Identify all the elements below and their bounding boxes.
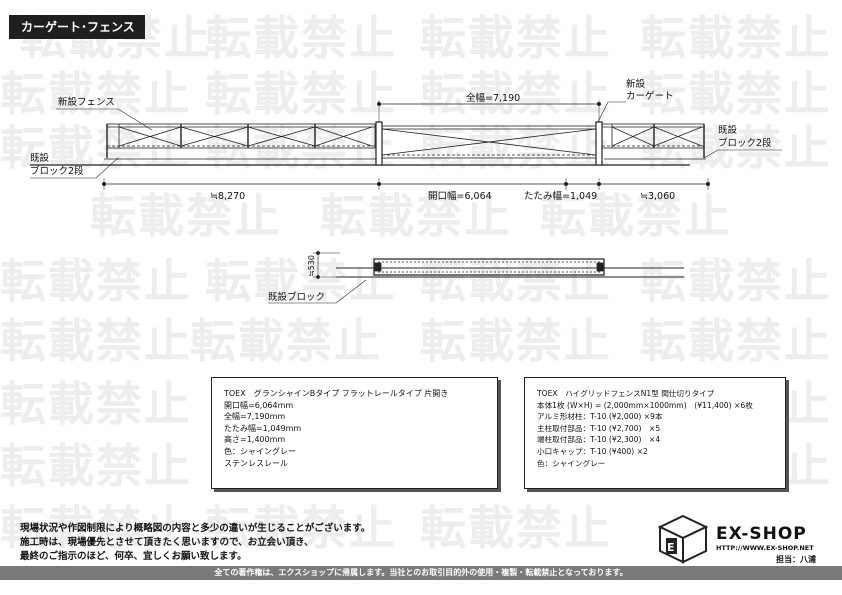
dim-folding: たたみ幅=1,049 xyxy=(524,190,597,202)
spec-gate-line: 色：シャイングレー xyxy=(224,446,296,456)
fence-right xyxy=(601,123,705,158)
page-title: カーゲート･フェンス xyxy=(9,15,145,39)
brand-logo: E EX-SHOP HTTP://WWW.EX-SHOP.NET 担当：八浦 xyxy=(656,514,826,564)
spec-fence-line: 本体1枚 (W×H) = (2,000mm×1000mm) (¥11,400) … xyxy=(537,400,753,410)
spec-gate-line: 開口幅=6,064mm xyxy=(224,400,294,410)
dim-total: ≒8,270 xyxy=(210,191,245,202)
dim-height: ≒530 xyxy=(307,255,316,277)
dim-right: ≒3,060 xyxy=(640,191,675,202)
cube-icon: E xyxy=(657,514,709,564)
disclaimer-notes: 現場状況や作図制限により概略図の内容と多少の違いが生じることがございます。 施工… xyxy=(20,522,370,564)
dim-opening: 開口幅=6,064 xyxy=(428,190,492,202)
car-gate xyxy=(375,121,603,166)
brand-name: EX-SHOP xyxy=(716,524,807,544)
leader-new-fence xyxy=(56,108,153,131)
leader-new-gate xyxy=(597,101,626,123)
label-block-left-line1: 既設 xyxy=(30,152,50,164)
leader-section-block xyxy=(268,279,367,304)
note-line: 現場状況や作図制限により概略図の内容と多少の違いが生じることがございます。 xyxy=(20,523,371,534)
spec-fence-line: アルミ形材柱：T-10 (¥2,000) ×9本 xyxy=(537,412,663,422)
spec-box-fence: TOEX ハイグリッドフェンスN1型 間仕切りタイプ 本体1枚 (W×H) = … xyxy=(524,377,786,489)
dim-full-width: 全幅=7,190 xyxy=(466,92,520,104)
spec-gate-line: 全幅=7,190mm xyxy=(224,412,286,422)
leader-block-right xyxy=(703,149,782,159)
note-line: 最終のご指示のほど、何卒、宜しくお願い致します。 xyxy=(20,551,247,562)
svg-text:E: E xyxy=(667,541,675,554)
label-block-right-line2: ブロック2段 xyxy=(718,137,772,149)
spec-fence-line: 主柱取付部品：T-10 (¥2,700) ×5 xyxy=(537,423,661,433)
label-new-gate-line2: カーゲート xyxy=(626,90,674,102)
section-view xyxy=(268,251,684,304)
spec-gate-line: TOEX グランシャインBタイプ フラットレールタイプ 片開き xyxy=(224,389,449,398)
spec-gate-line: 高さ=1,400mm xyxy=(224,435,286,445)
label-new-gate-line1: 新設 xyxy=(626,78,646,90)
leader-block-left xyxy=(30,157,119,179)
spec-fence-line: TOEX ハイグリッドフェンスN1型 間仕切りタイプ xyxy=(537,389,715,398)
note-line: 施工時は、現場優先とさせて頂きたく思いますので、お立会い頂き、 xyxy=(20,537,314,548)
staff-name: 担当：八浦 xyxy=(776,555,816,564)
spec-gate-line: ステンレスレール xyxy=(224,458,288,468)
brand-url: HTTP://WWW.EX-SHOP.NET xyxy=(716,544,814,552)
spec-box-gate: TOEX グランシャインBタイプ フラットレールタイプ 片開き 開口幅=6,06… xyxy=(211,377,498,489)
spec-fence-line: 小口キャップ：T-10 (¥400) ×2 xyxy=(537,446,648,456)
spec-fence-line: 端柱取付部品：T-10 (¥2,300) ×4 xyxy=(537,435,661,445)
label-block-left-line2: ブロック2段 xyxy=(30,165,84,177)
fence-left xyxy=(106,123,376,158)
label-section-block: 既設ブロック xyxy=(268,291,325,303)
spec-fence-line: 色：シャイングレー xyxy=(537,458,606,468)
label-new-fence: 新設フェンス xyxy=(58,96,115,108)
label-block-right-line1: 既設 xyxy=(718,124,738,136)
copyright-footer: 全ての著作権は、エクスショップに帰属します。当社とのお取引目的外の使用・複製・転… xyxy=(0,566,842,580)
spec-gate-line: たたみ幅=1,049mm xyxy=(224,423,302,433)
